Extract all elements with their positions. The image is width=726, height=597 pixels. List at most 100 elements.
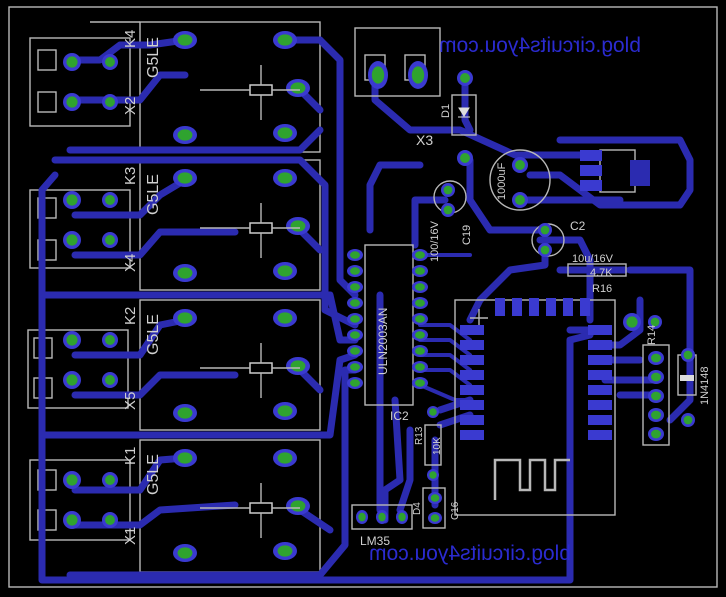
d1-symbol bbox=[458, 107, 470, 118]
terminal-pad-core bbox=[105, 195, 115, 205]
relay-pad-core bbox=[177, 312, 193, 324]
cap-pad-core bbox=[515, 195, 525, 205]
x3-label: X3 bbox=[416, 132, 433, 148]
terminal-pad-core bbox=[66, 374, 78, 386]
relay-pad-core bbox=[290, 360, 306, 372]
d1-pad-core bbox=[460, 73, 470, 83]
relay-symbols bbox=[200, 65, 300, 538]
relay-pad-core bbox=[177, 34, 193, 46]
relay-coil-symbol bbox=[249, 502, 273, 514]
big-cap-value: 1000uF bbox=[496, 162, 508, 200]
through-hole-pads bbox=[63, 31, 695, 562]
uln-pad-core bbox=[415, 299, 425, 307]
c2-value: 10u/16V bbox=[572, 253, 614, 265]
x3-pad-core bbox=[411, 66, 425, 84]
terminal-pad-core bbox=[105, 235, 115, 245]
terminal-x1-outline bbox=[29, 459, 131, 541]
c16-pad-core bbox=[430, 514, 440, 522]
relay-coil-symbol bbox=[249, 84, 273, 96]
relay-pad-core bbox=[277, 452, 293, 464]
c16-label: C16 bbox=[450, 501, 461, 520]
lm35-outline bbox=[351, 504, 413, 530]
uln-pad-core bbox=[350, 363, 360, 371]
relay-k4-ref: K4 bbox=[122, 30, 139, 48]
relay-coil-leads bbox=[200, 203, 300, 258]
terminal-pad-core bbox=[66, 194, 78, 206]
relay-k2-model: G5LE bbox=[145, 314, 162, 355]
r14-ref: R14 bbox=[646, 325, 658, 345]
r16-outline bbox=[567, 263, 627, 277]
relay-k1-ref: K1 bbox=[122, 447, 139, 465]
relay-coil-symbol bbox=[249, 222, 273, 234]
relay-pad-core bbox=[290, 500, 306, 512]
cap-pad-core bbox=[540, 225, 550, 235]
uln-pad-core bbox=[350, 347, 360, 355]
relay-pad-core bbox=[177, 267, 193, 279]
terminal-pad-core bbox=[66, 234, 78, 246]
header-pad-core bbox=[651, 353, 661, 363]
lm35-pad-core bbox=[398, 512, 406, 522]
relay-k3-model: G5LE bbox=[145, 174, 162, 215]
relay-coil-symbol bbox=[249, 362, 273, 374]
c19-value: 100/16V bbox=[429, 220, 441, 262]
d4-label: D4 bbox=[412, 502, 423, 515]
relay-coil-leads bbox=[200, 65, 300, 120]
relay-pad-core bbox=[277, 545, 293, 557]
x3-outline bbox=[354, 27, 441, 97]
relay-k1-connector: X1 bbox=[122, 527, 139, 545]
uln-pad-core bbox=[350, 315, 360, 323]
uln-pad-core bbox=[350, 267, 360, 275]
uln-pad-core bbox=[350, 251, 360, 259]
relay-coil-leads bbox=[200, 343, 300, 398]
10k-label: 10K bbox=[432, 437, 443, 455]
relay-coil-leads bbox=[200, 483, 300, 538]
header-pad-core bbox=[651, 429, 661, 439]
lm35-pad-core bbox=[358, 512, 366, 522]
uln-pad-core bbox=[350, 283, 360, 291]
ic2-label: IC2 bbox=[390, 409, 409, 423]
relay-k4-connector: X2 bbox=[122, 97, 139, 115]
d1-pad-core bbox=[460, 153, 470, 163]
relay-k2-connector: X5 bbox=[122, 392, 139, 410]
relay-pad-core bbox=[290, 82, 306, 94]
terminal-pad-core bbox=[105, 57, 115, 67]
terminal-x2-outline bbox=[29, 37, 131, 127]
cap-pad-core bbox=[443, 205, 453, 215]
relay-k1-model: G5LE bbox=[145, 454, 162, 495]
cap-pad-core bbox=[540, 245, 550, 255]
header-pad-core bbox=[651, 372, 661, 382]
lm35-label: LM35 bbox=[360, 534, 390, 548]
c16-outline bbox=[422, 487, 446, 529]
c19-ref: C19 bbox=[461, 225, 473, 245]
r16-value: 4.7K bbox=[590, 267, 613, 279]
relay-pad-core bbox=[277, 405, 293, 417]
uln-pad-core bbox=[415, 283, 425, 291]
watermark-bottom: blog.circuits4you.com bbox=[369, 542, 571, 565]
1n4148-label: 1N4148 bbox=[699, 366, 711, 405]
watermark-top: blog.circuits4you.com bbox=[439, 34, 641, 57]
relay-pad-core bbox=[177, 129, 193, 141]
relay-pad-core bbox=[177, 407, 193, 419]
cap-1000uf-outline bbox=[489, 149, 551, 211]
c16-pad-core bbox=[430, 494, 440, 502]
header-right-outline bbox=[642, 344, 670, 446]
terminal-pad-core bbox=[105, 97, 115, 107]
terminal-pad-core bbox=[105, 375, 115, 385]
cap-pad-core bbox=[443, 185, 453, 195]
misc-pad-core bbox=[683, 350, 693, 360]
d1-label: D1 bbox=[440, 104, 452, 118]
terminal-pad-core bbox=[105, 515, 115, 525]
ic2-outline bbox=[364, 244, 414, 406]
terminal-x4-outline bbox=[29, 189, 131, 269]
terminal-pad-core bbox=[66, 474, 78, 486]
uln-pad-core bbox=[350, 299, 360, 307]
copper-traces bbox=[38, 36, 694, 584]
relay-pad-core bbox=[290, 220, 306, 232]
misc-pad-core bbox=[650, 317, 660, 327]
terminal-pad-core bbox=[105, 475, 115, 485]
regulator bbox=[580, 149, 650, 193]
uln-pad-core bbox=[350, 379, 360, 387]
d1-outline bbox=[451, 94, 477, 136]
relay-k3-connector: X4 bbox=[122, 254, 139, 272]
